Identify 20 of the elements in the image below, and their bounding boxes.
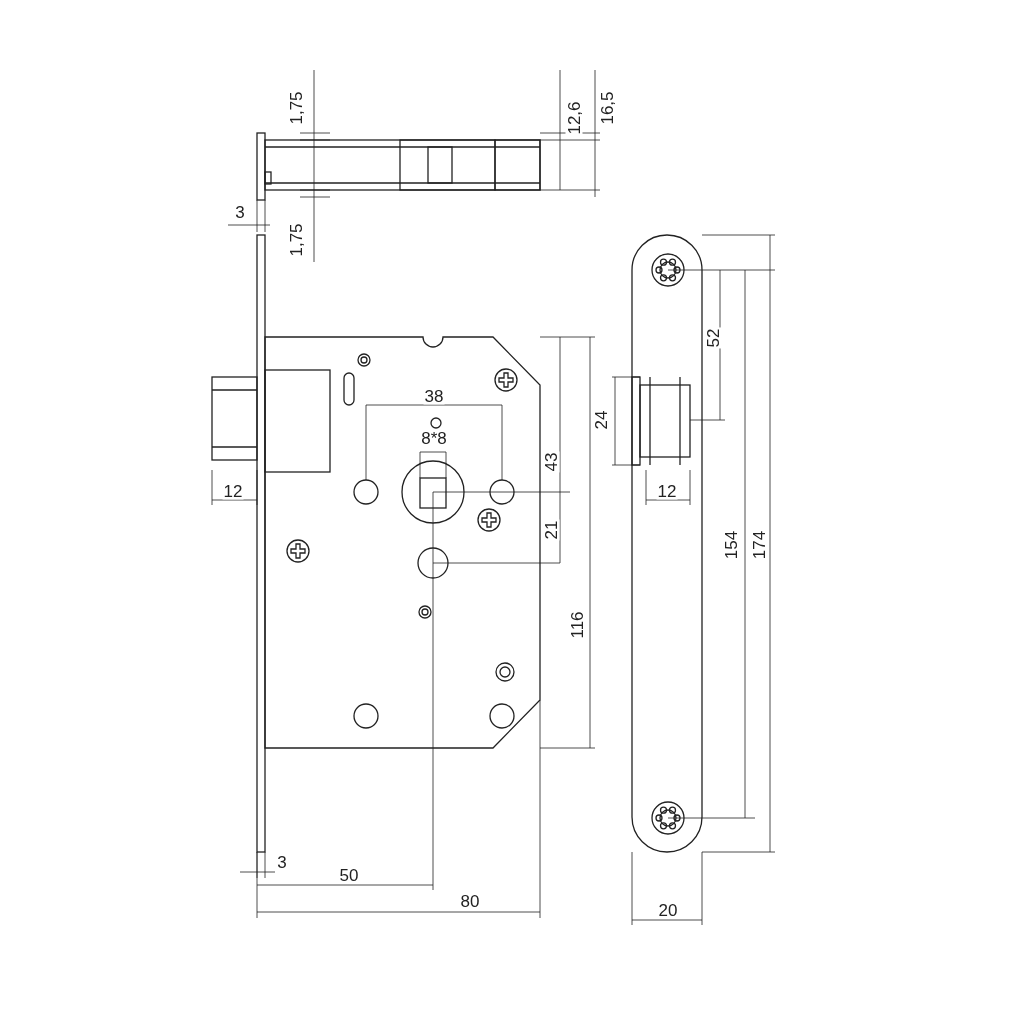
dimension-label: 8*8 <box>420 429 448 447</box>
dimension-label: 21 <box>542 519 560 541</box>
dimension-label: 12 <box>656 482 678 500</box>
dimension-label: 50 <box>338 866 360 884</box>
dimension-label: 80 <box>459 892 481 910</box>
dimension-label: 116 <box>568 610 586 640</box>
dimension-label: 174 <box>750 529 768 561</box>
dimension-label: 154 <box>722 529 740 561</box>
dimension-label: 1,75 <box>287 90 305 126</box>
dimension-label: 24 <box>592 409 610 431</box>
dimension-label: 1,75 <box>287 222 305 258</box>
dimension-label: 20 <box>657 901 679 919</box>
dimension-label: 52 <box>704 327 722 349</box>
dimension-label: 16,5 <box>598 90 616 126</box>
dimension-label: 3 <box>276 853 288 871</box>
dimension-label: 38 <box>423 387 445 405</box>
dimension-label: 12,6 <box>565 100 583 136</box>
dimension-label: 3 <box>234 203 246 221</box>
dimension-label: 12 <box>222 482 244 500</box>
dimension-label: 43 <box>542 451 560 473</box>
